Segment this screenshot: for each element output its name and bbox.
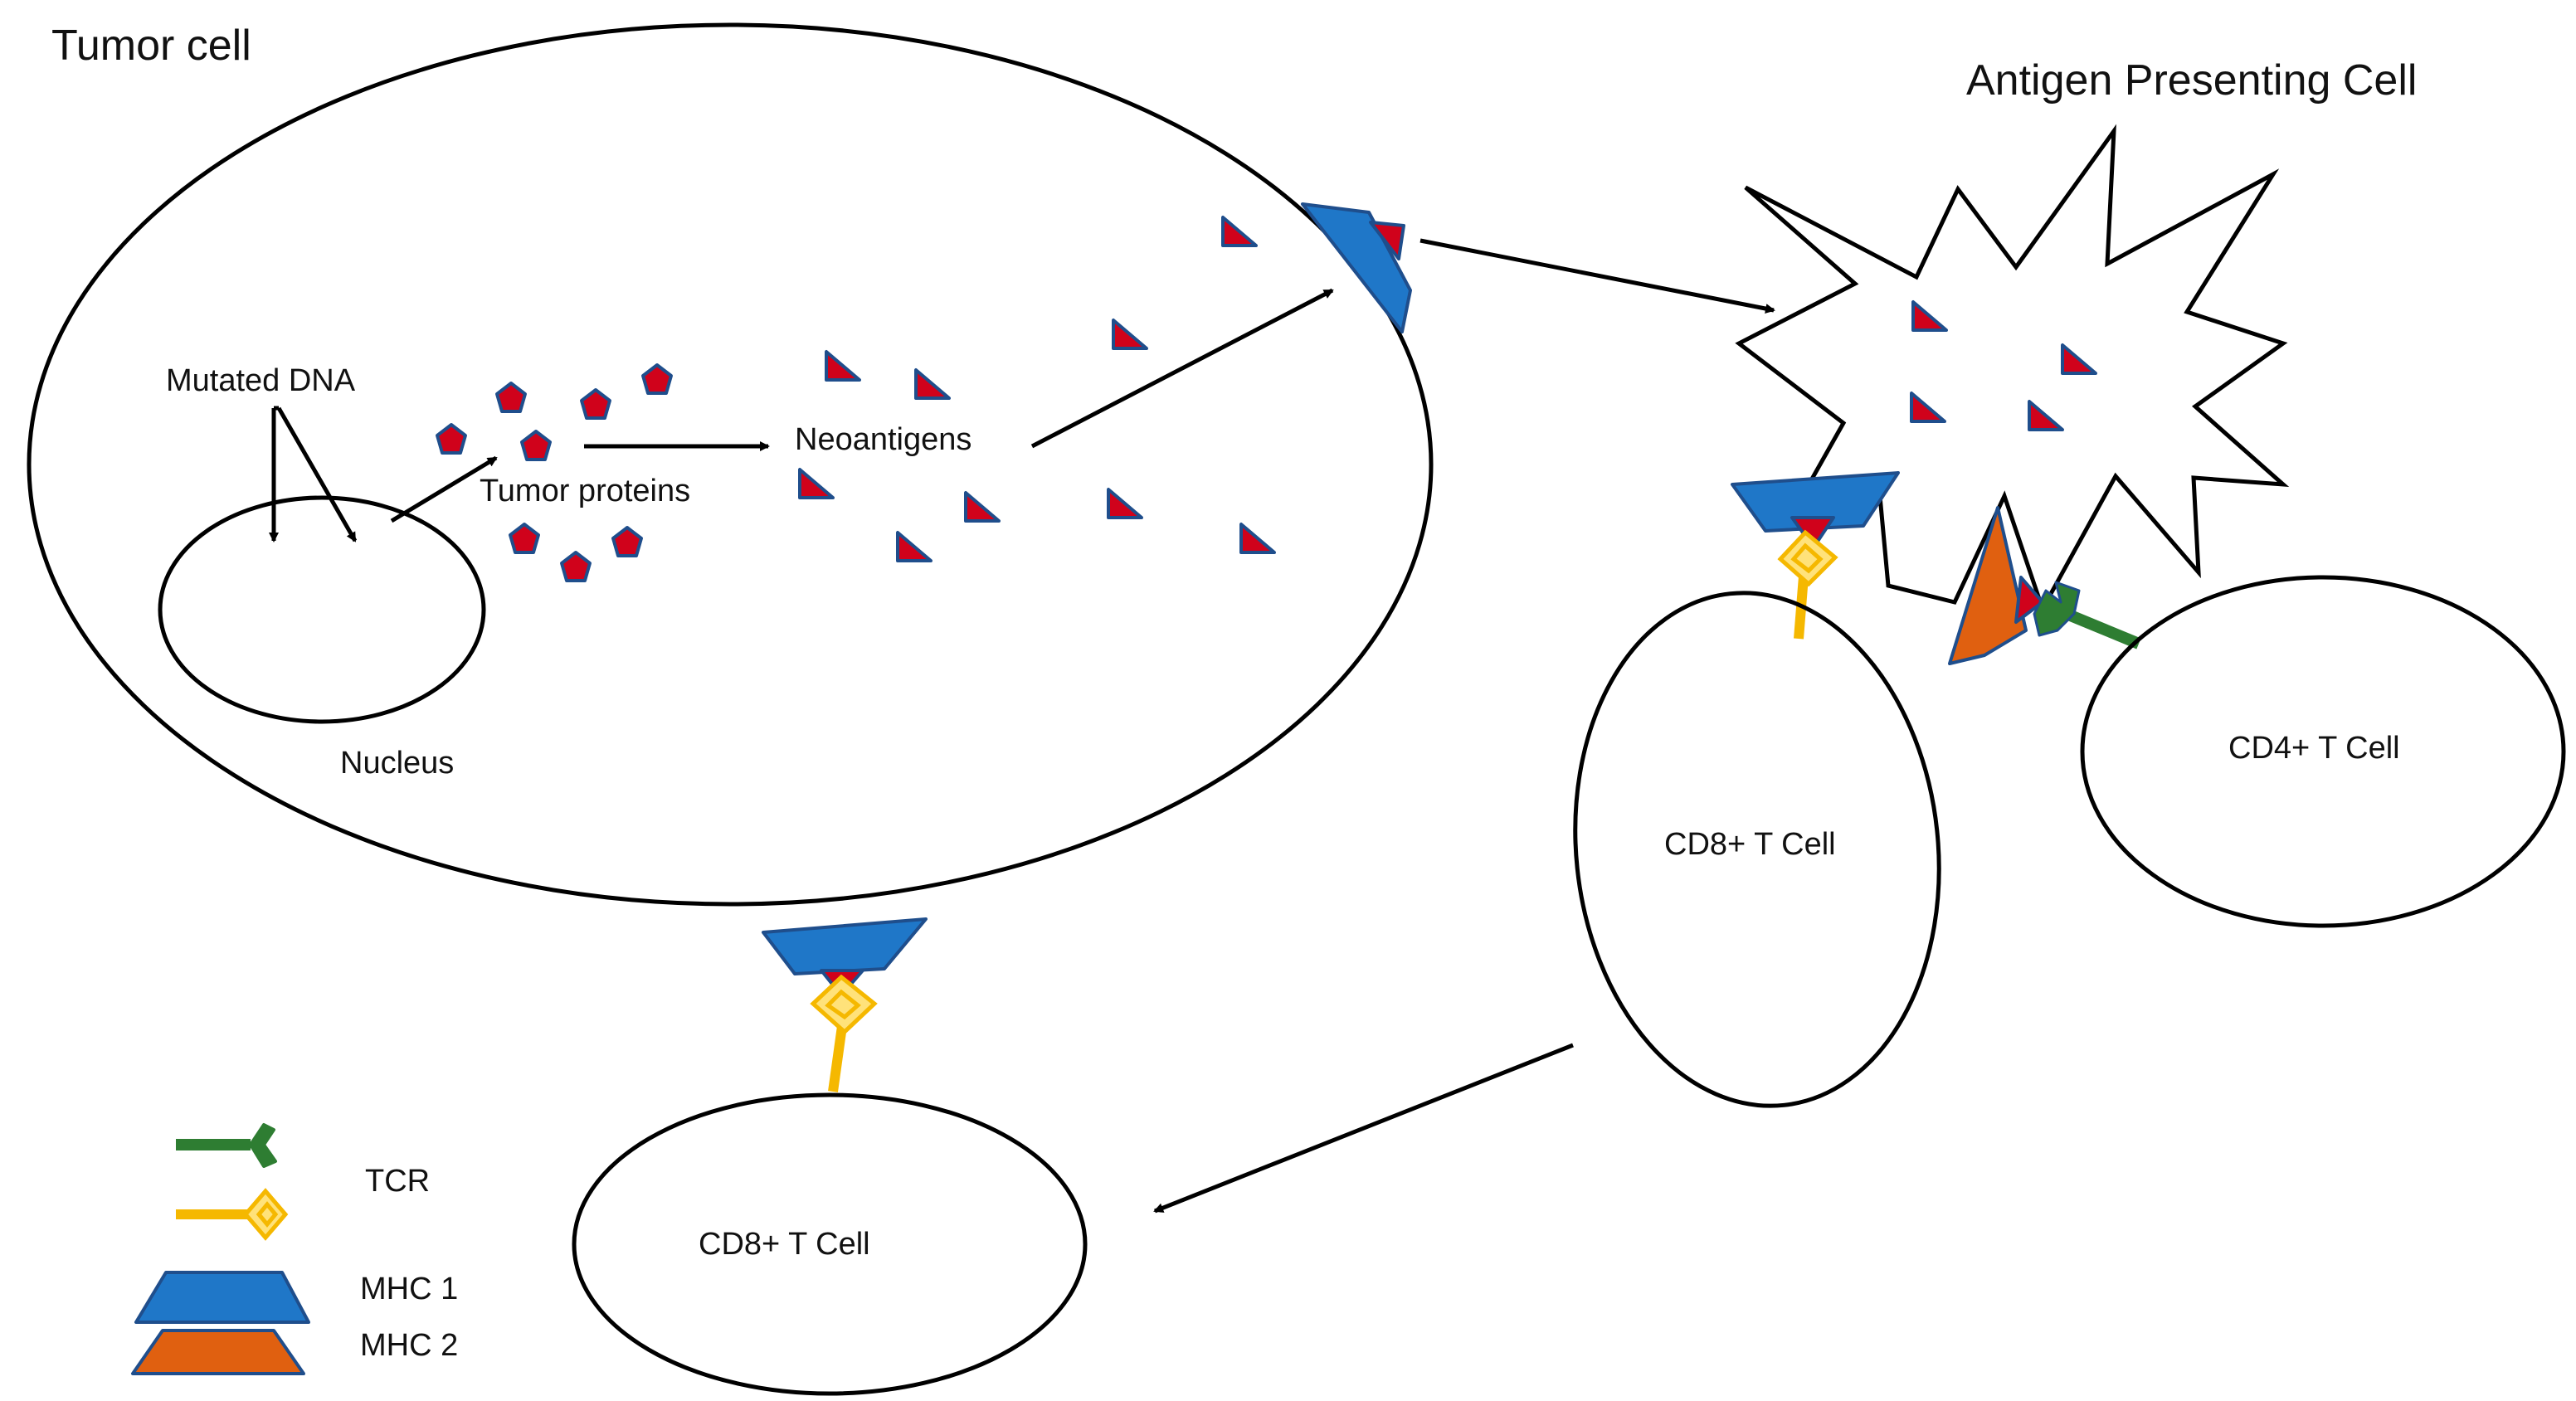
neoantigen [1239, 523, 1276, 554]
neoantigens-to-surface-arrow [1030, 288, 1334, 449]
neoantigen [825, 350, 861, 382]
legend-tcr-yellow [176, 1188, 289, 1241]
nucleus-to-proteins-arrow [390, 455, 498, 523]
cd8-t-cell-bottom-label: CD8+ T Cell [699, 1227, 870, 1262]
nucleus-label: Nucleus [340, 746, 454, 781]
neoantigen [1112, 319, 1148, 350]
tumor-cell-label: Tumor cell [51, 22, 251, 70]
tumor-to-apc-arrow [1419, 238, 1775, 314]
apc-label: Antigen Presenting Cell [1966, 56, 2417, 105]
dna-arrow-2 [276, 406, 358, 542]
nucleus [158, 495, 486, 724]
apc-mhc2 [1948, 506, 2044, 665]
neoantigen [1107, 488, 1143, 519]
tumor-protein [560, 551, 592, 582]
neoantigen [798, 468, 835, 499]
legend: TCR MHC 1 MHC 2 [131, 1123, 458, 1375]
cd4-t-cell-label: CD4+ T Cell [2228, 731, 2400, 766]
tumor-bottom-mhc1 [762, 917, 928, 997]
tumor-protein [611, 526, 643, 557]
apc-neoantigen [1910, 392, 1946, 423]
legend-tcr-green [176, 1123, 277, 1168]
tumor-cell [27, 22, 1434, 907]
legend-mhc2-label: MHC 2 [360, 1328, 458, 1363]
cd8-to-cd8-arrow [1153, 1043, 1574, 1214]
apc-neoantigen [2061, 343, 2097, 375]
legend-mhc2-swatch [131, 1329, 305, 1375]
apc-mhc1 [1731, 471, 1900, 549]
tumor-protein [495, 382, 527, 413]
tumor-bottom-cd8-tcr [810, 974, 878, 1092]
cd8-t-cell-right [1573, 591, 1941, 1108]
tumor-protein [580, 388, 611, 420]
apc-neoantigen [1911, 300, 1948, 332]
legend-mhc1-label: MHC 1 [360, 1272, 458, 1306]
mutated-dna-label: Mutated DNA [166, 363, 356, 398]
cd8-t-cell-right-label: CD8+ T Cell [1664, 827, 1836, 862]
neoantigen [914, 368, 951, 400]
neoantigen [964, 491, 1001, 523]
legend-tcr-label: TCR [365, 1164, 430, 1199]
tumor-protein [641, 363, 673, 395]
neoantigen [896, 531, 933, 562]
neoantigens-label: Neoantigens [795, 422, 971, 457]
tumor-protein [509, 523, 540, 554]
apc-cd4-tcr [2033, 581, 2141, 649]
cd8-t-cell-bottom [572, 1092, 1088, 1396]
apc-neoantigen [2028, 400, 2064, 431]
neoantigen [1221, 216, 1258, 247]
tumor-protein [520, 430, 552, 461]
apc-cd8-tcr [1777, 529, 1838, 640]
cd4-t-cell [2080, 575, 2566, 928]
legend-mhc1-swatch [134, 1271, 310, 1324]
tumor-protein [436, 423, 467, 455]
tumor-proteins-label: Tumor proteins [480, 474, 690, 508]
tumor-surface-mhc1 [1301, 202, 1412, 333]
